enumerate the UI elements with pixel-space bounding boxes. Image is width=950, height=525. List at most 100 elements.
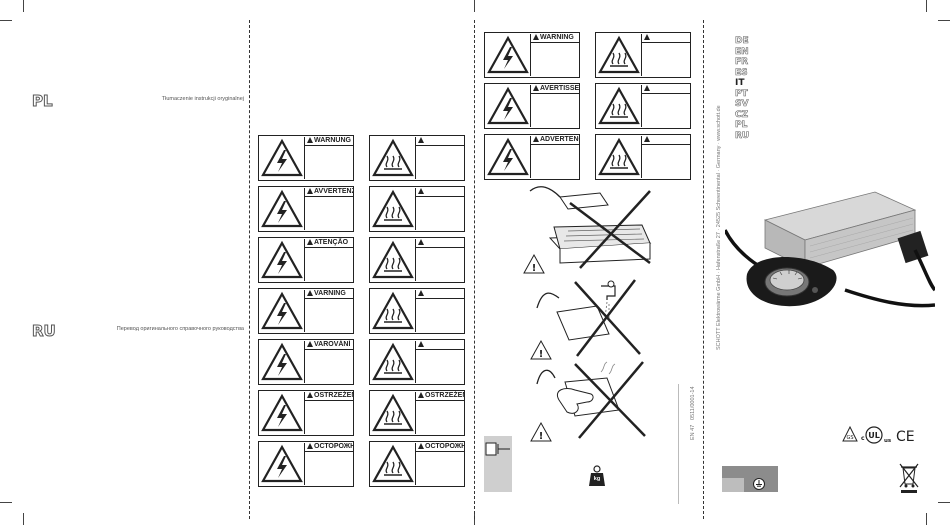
warning-mini-icon bbox=[533, 34, 539, 40]
hot-surface-icon bbox=[371, 188, 416, 230]
hot-surface-icon bbox=[371, 290, 416, 332]
crop-mark bbox=[474, 513, 475, 525]
warning-label: OSTRZEŻENIE bbox=[416, 391, 464, 401]
lightning-icon bbox=[486, 136, 531, 178]
warning-label: AVERTISSEMENT bbox=[531, 84, 579, 94]
warning-label bbox=[642, 84, 690, 94]
warning-block: WARNING bbox=[484, 32, 580, 78]
warning-mini-icon bbox=[533, 136, 539, 142]
warning-label bbox=[416, 136, 464, 146]
crop-mark bbox=[938, 20, 950, 21]
lightning-icon bbox=[260, 341, 305, 383]
warning-label-text: VAROVÁNÍ bbox=[314, 341, 351, 348]
crop-mark bbox=[23, 513, 24, 525]
cover-language-it: IT bbox=[735, 78, 745, 88]
warning-block bbox=[369, 135, 465, 181]
crop-mark bbox=[0, 502, 12, 503]
warning-mini-icon bbox=[644, 85, 650, 91]
warning-label bbox=[416, 187, 464, 197]
warning-block bbox=[369, 237, 465, 283]
fold-line bbox=[474, 20, 475, 519]
lightning-icon bbox=[260, 188, 305, 230]
warning-block: ОСТОРОЖНО bbox=[369, 441, 465, 487]
warning-label-text: ADVERTENCIA bbox=[540, 136, 579, 143]
hot-surface-icon bbox=[597, 85, 642, 127]
warning-label: ATENÇÃO bbox=[305, 238, 353, 248]
language-code-pl: PL bbox=[32, 92, 54, 111]
warning-block: WARNUNG bbox=[258, 135, 354, 181]
warning-label-text: AVERTISSEMENT bbox=[540, 85, 579, 92]
lightning-icon bbox=[486, 85, 531, 127]
warning-label-text: OSTRZEŻENIE bbox=[425, 392, 464, 399]
svg-text:!: ! bbox=[539, 431, 544, 442]
warning-block: AVVERTENZA bbox=[258, 186, 354, 232]
warning-label: VARNING bbox=[305, 289, 353, 299]
warning-mini-icon bbox=[644, 34, 650, 40]
illustration-hand-touching-heater-crossed bbox=[536, 361, 646, 439]
cover-footer-box-light bbox=[722, 478, 744, 492]
warning-mini-icon bbox=[307, 392, 313, 398]
fold-line bbox=[249, 20, 250, 519]
weight-label: kg bbox=[593, 476, 601, 482]
warning-block: ATENÇÃO bbox=[258, 237, 354, 283]
warning-block: AVERTISSEMENT bbox=[484, 83, 580, 129]
fold-line bbox=[703, 20, 704, 519]
warning-mini-icon bbox=[307, 239, 313, 245]
certification-marks: GS c UL us CE bbox=[842, 425, 915, 445]
hot-surface-icon bbox=[371, 341, 416, 383]
svg-text:!: ! bbox=[532, 263, 537, 274]
warning-block bbox=[369, 186, 465, 232]
weight-icon: kg bbox=[588, 465, 606, 487]
warning-block: VAROVÁNÍ bbox=[258, 339, 354, 385]
crossed-bin-icon bbox=[899, 463, 919, 493]
warning-block: OSTRZEŻENIE bbox=[369, 390, 465, 436]
product-image-heater bbox=[725, 191, 935, 308]
cover-language-es: ES bbox=[735, 67, 748, 78]
caution-icon: ! bbox=[530, 422, 552, 442]
crop-mark bbox=[474, 0, 475, 12]
crop-mark bbox=[926, 0, 927, 12]
warning-mini-icon bbox=[418, 239, 424, 245]
cover-language-ru: RU bbox=[735, 130, 750, 141]
cert-ul: UL bbox=[868, 431, 880, 440]
warning-mini-icon bbox=[418, 188, 424, 194]
warning-block bbox=[595, 83, 691, 129]
warning-mini-icon bbox=[418, 341, 424, 347]
warning-block bbox=[595, 134, 691, 180]
warning-mini-icon bbox=[533, 85, 539, 91]
lightning-icon bbox=[486, 34, 531, 76]
hot-surface-icon bbox=[597, 34, 642, 76]
crop-mark bbox=[23, 0, 24, 12]
warning-label bbox=[416, 340, 464, 350]
cover-language-fr: FR bbox=[735, 57, 749, 68]
warning-mini-icon bbox=[307, 443, 313, 449]
warning-label: WARNING bbox=[531, 33, 579, 43]
warning-label: ОСТОРОЖНО bbox=[416, 442, 464, 452]
warning-label-text: AVVERTENZA bbox=[314, 188, 353, 195]
warning-block bbox=[595, 32, 691, 78]
warning-block bbox=[369, 339, 465, 385]
illustration-heater-in-tray-crossed bbox=[529, 186, 652, 269]
warning-label-text: OSTRZEŻENIE bbox=[314, 392, 353, 399]
document-code-2: EN 47 bbox=[690, 424, 696, 440]
hot-surface-icon bbox=[371, 443, 416, 485]
warning-label-text: ОСТОРОЖНО bbox=[425, 443, 464, 450]
cover-language-de: DE bbox=[735, 36, 749, 47]
crop-mark bbox=[926, 513, 927, 525]
warning-block: VARNING bbox=[258, 288, 354, 334]
warning-label bbox=[416, 238, 464, 248]
cover-language-cz: CZ bbox=[735, 109, 749, 120]
cover-language-en: EN bbox=[735, 46, 749, 57]
warning-label bbox=[642, 135, 690, 145]
illustration-heater-under-water-crossed bbox=[536, 279, 641, 357]
warning-mini-icon bbox=[418, 137, 424, 143]
warning-mini-icon bbox=[644, 136, 650, 142]
crop-mark bbox=[938, 502, 950, 503]
warning-label-text: ATENÇÃO bbox=[314, 239, 349, 246]
lightning-icon bbox=[260, 290, 305, 332]
warning-label-text: WARNING bbox=[540, 34, 574, 41]
warning-label-text: ОСТОРОЖНО bbox=[314, 443, 353, 450]
warning-block: ОСТОРОЖНО bbox=[258, 441, 354, 487]
warning-label-text: VARNING bbox=[314, 290, 346, 297]
warning-mini-icon bbox=[307, 341, 313, 347]
